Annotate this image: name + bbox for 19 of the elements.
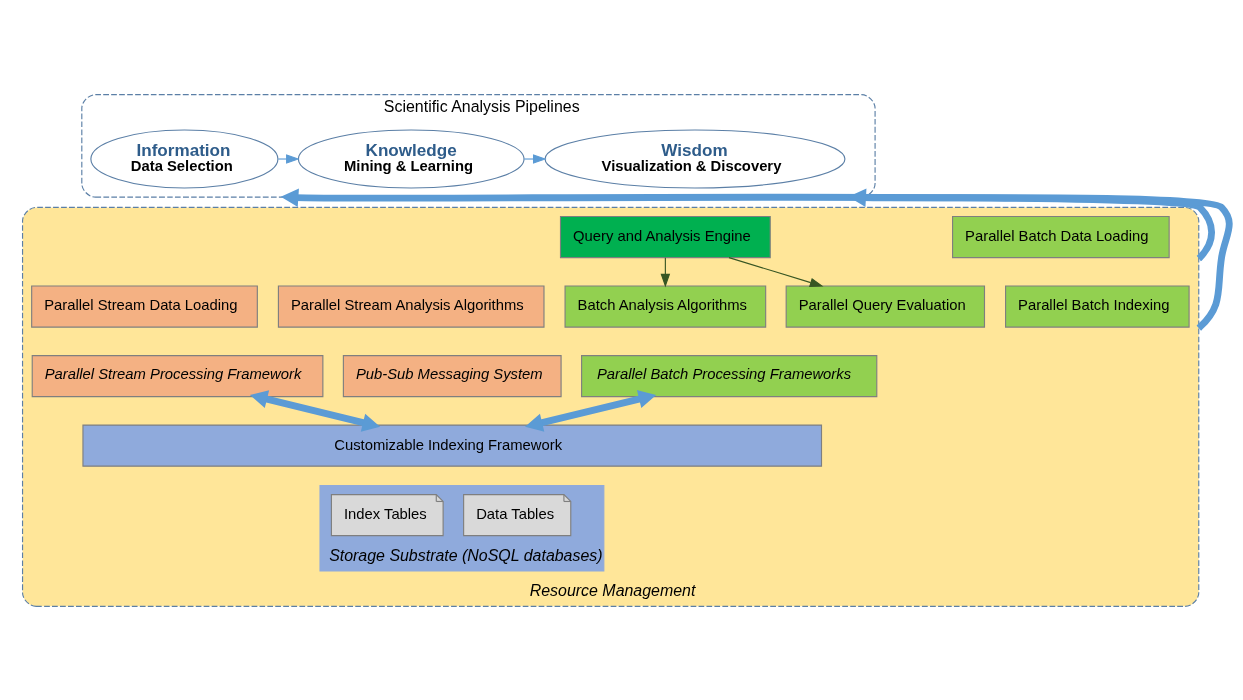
node-box: Parallel Stream Analysis Algorithms — [277, 285, 545, 328]
node-box: Parallel Batch Data Loading — [952, 215, 1170, 258]
node-box: Parallel Batch Indexing — [1005, 285, 1190, 328]
node-ellipse: Knowledge Mining & Learning — [297, 129, 525, 189]
arrow — [728, 256, 824, 287]
arrow — [277, 153, 300, 164]
node-box: Customizable Indexing Framework — [82, 424, 823, 467]
node-box: Parallel Query Evaluation — [785, 285, 986, 328]
node-ellipse: Wisdom Visualization & Discovery — [544, 129, 846, 189]
node-box: Pub-Sub Messaging System — [342, 354, 562, 397]
arrow — [525, 389, 657, 432]
node-box: Parallel Stream Data Loading — [31, 285, 258, 328]
node-box: Batch Analysis Algorithms — [564, 285, 767, 328]
node-box: Parallel Batch Processing Frameworks — [581, 354, 878, 397]
arrow — [523, 153, 547, 164]
node-box: Parallel Stream Processing Framework — [31, 354, 324, 397]
node-ellipse: Information Data Selection — [90, 129, 279, 189]
node-box: Query and Analysis Engine — [559, 215, 771, 258]
arrow — [249, 389, 381, 432]
